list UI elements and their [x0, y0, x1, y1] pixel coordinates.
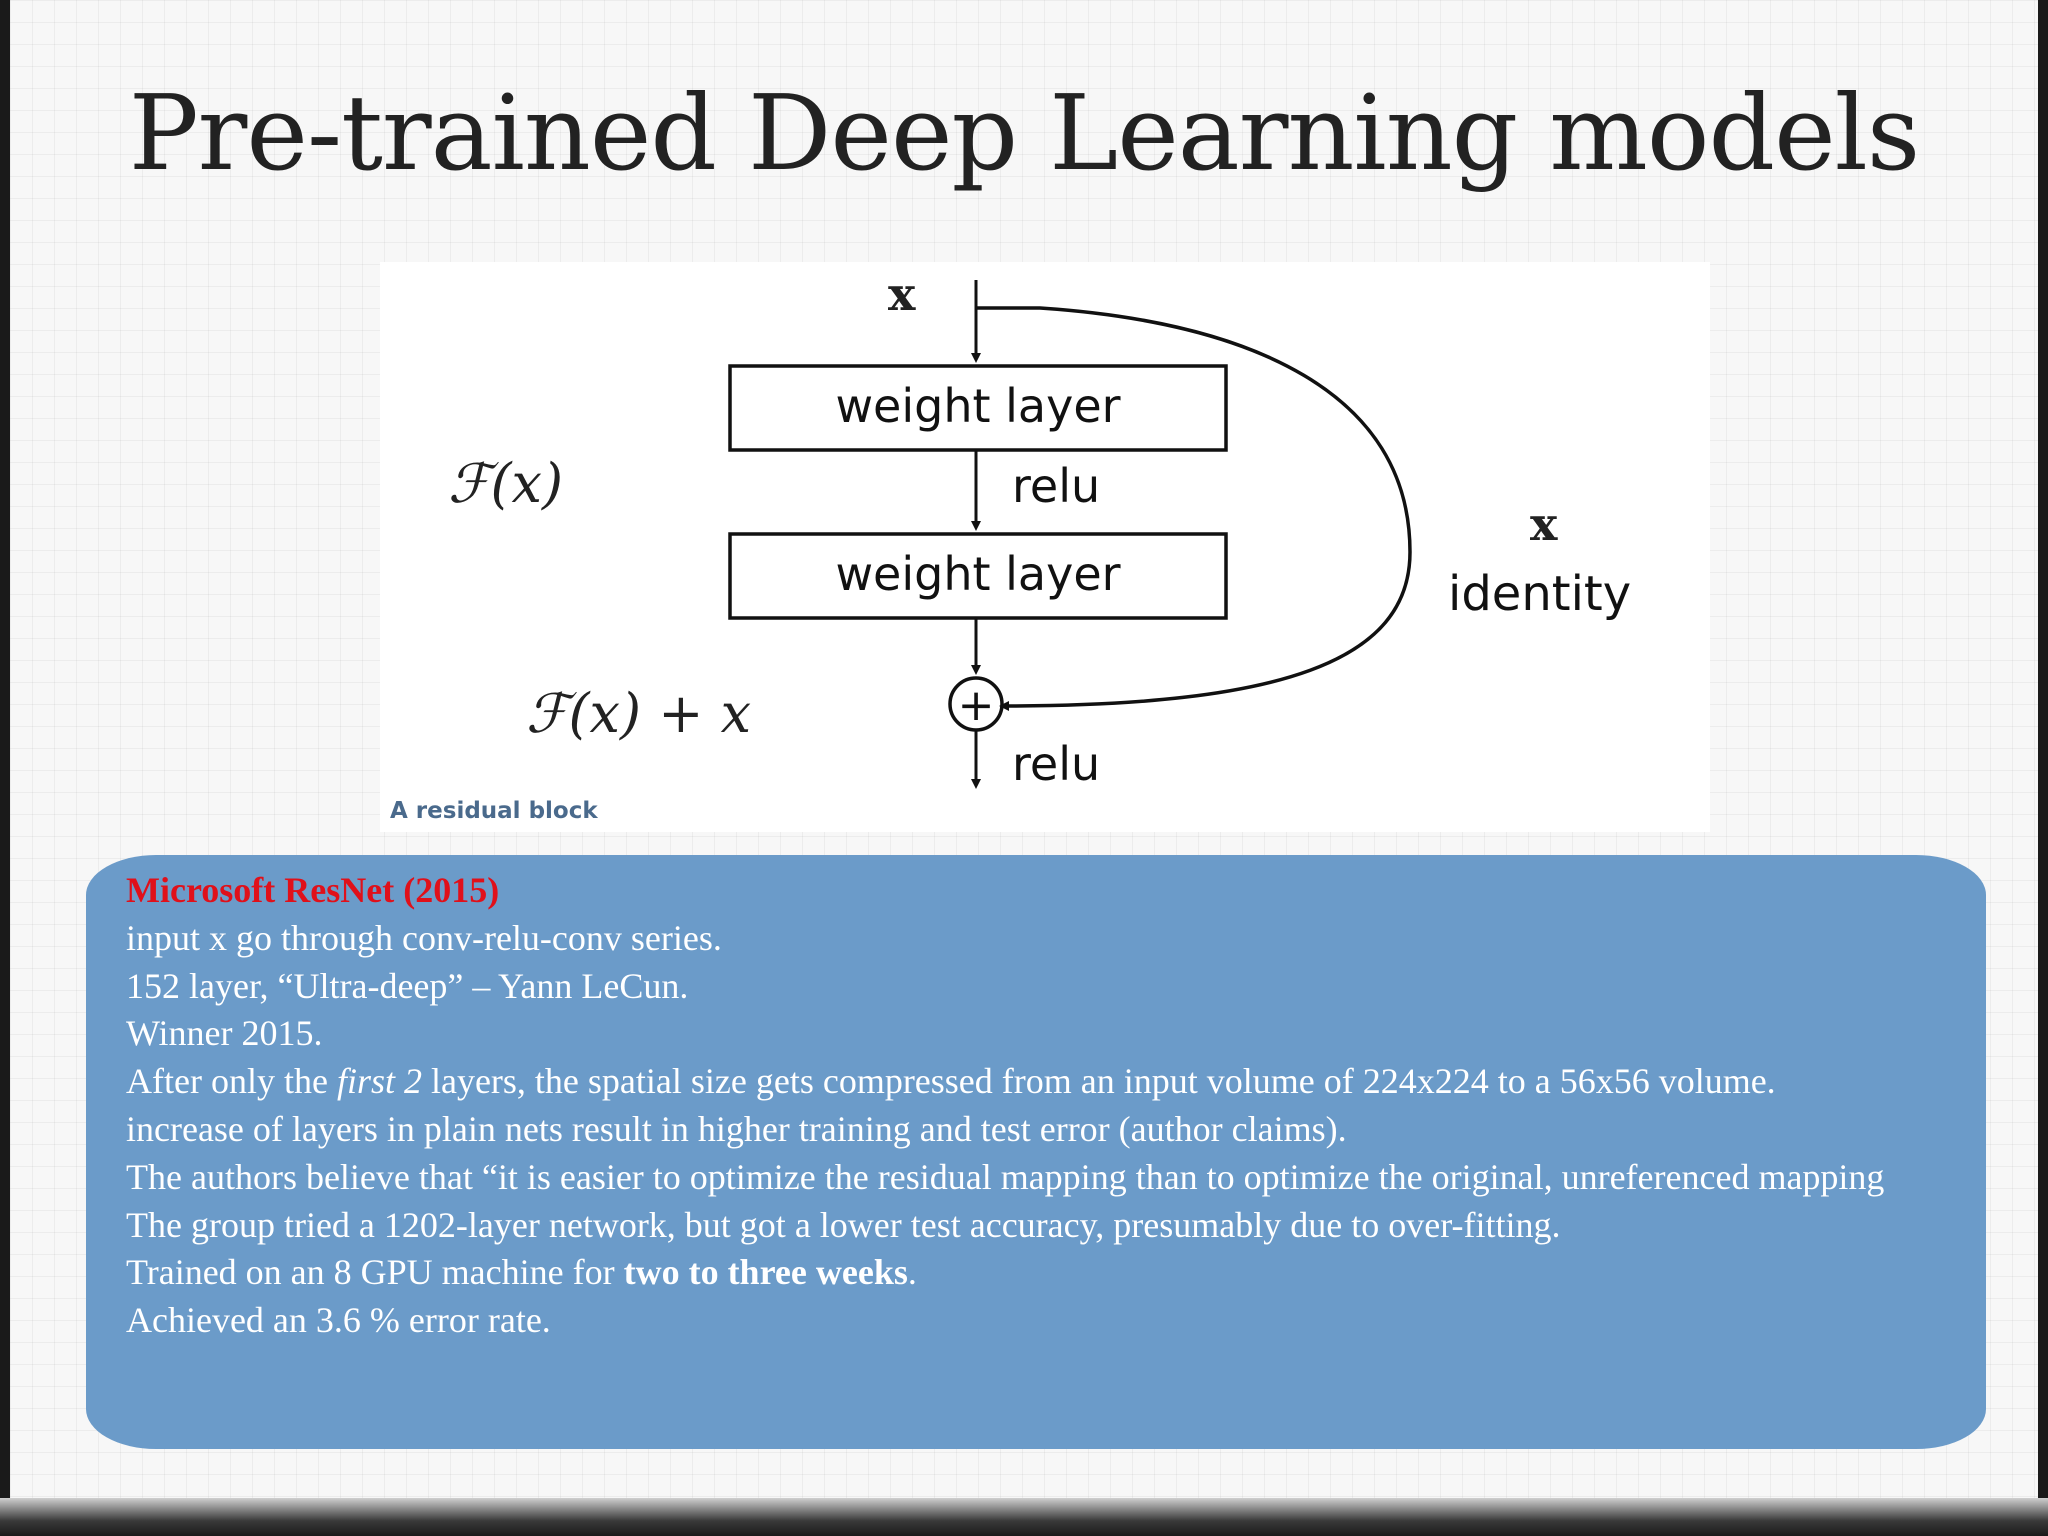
diagram-svg: x weight layer relu weight layer + relu … [390, 267, 1631, 824]
function-label: ℱ(x) [448, 452, 563, 515]
resnet-info-box: Microsoft ResNet (2015) input x go throu… [86, 855, 1986, 1449]
skip-x-label: x [1530, 497, 1558, 551]
info-line-training-time: Trained on an 8 GPU machine for two to t… [126, 1249, 1946, 1297]
info-line-error-rate: Achieved an 3.6 % error rate. [126, 1300, 551, 1341]
info-line-spatial-emphasis: first 2 [336, 1061, 422, 1102]
info-line-training-bold: two to three weeks [623, 1252, 908, 1293]
slide: Pre-trained Deep Learning models x weigh… [10, 0, 2038, 1498]
weight-layer-1-box [728, 364, 1228, 452]
slide-title: Pre-trained Deep Learning models [128, 72, 1921, 194]
info-line-spatial-suffix: layers, the spatial size gets compressed… [421, 1061, 1776, 1102]
relu-2-label: relu [1012, 737, 1100, 791]
input-x-label: x [888, 267, 916, 321]
sum-plus-symbol: + [958, 680, 995, 731]
info-line-ultra-deep: 152 layer, “Ultra-deep” – Yann LeCun. [126, 965, 689, 1006]
identity-shortcut-curve [976, 306, 1412, 711]
info-line-residual-mapping: The authors believe that “it is easier t… [126, 1156, 1885, 1197]
sum-label: ℱ(x) + x [526, 682, 751, 745]
info-line-spatial-size: After only the first 2 layers, the spati… [126, 1058, 1946, 1106]
info-line-conv-series: input x go through conv-relu-conv series… [126, 917, 722, 958]
info-line-training-prefix: Trained on an 8 GPU machine for [126, 1252, 624, 1293]
info-heading: Microsoft ResNet (2015) [126, 870, 500, 910]
info-line-winner: Winner 2015. [126, 1013, 323, 1054]
weight-layer-2-box [728, 532, 1228, 620]
weight-layer-2-label: weight layer [835, 547, 1120, 601]
identity-label: identity [1448, 566, 1631, 622]
info-line-training-suffix: . [907, 1252, 917, 1293]
residual-block-diagram: x weight layer relu weight layer + relu … [380, 262, 1710, 832]
info-line-1202-layer: The group tried a 1202-layer network, bu… [126, 1204, 1561, 1245]
info-line-spatial-prefix: After only the [126, 1061, 337, 1102]
relu-1-label: relu [1012, 459, 1100, 513]
diagram-caption: A residual block [390, 798, 598, 824]
slide-bottom-edge [0, 1498, 2048, 1536]
info-line-plain-nets: increase of layers in plain nets result … [126, 1108, 1347, 1149]
weight-layer-1-label: weight layer [835, 379, 1120, 433]
